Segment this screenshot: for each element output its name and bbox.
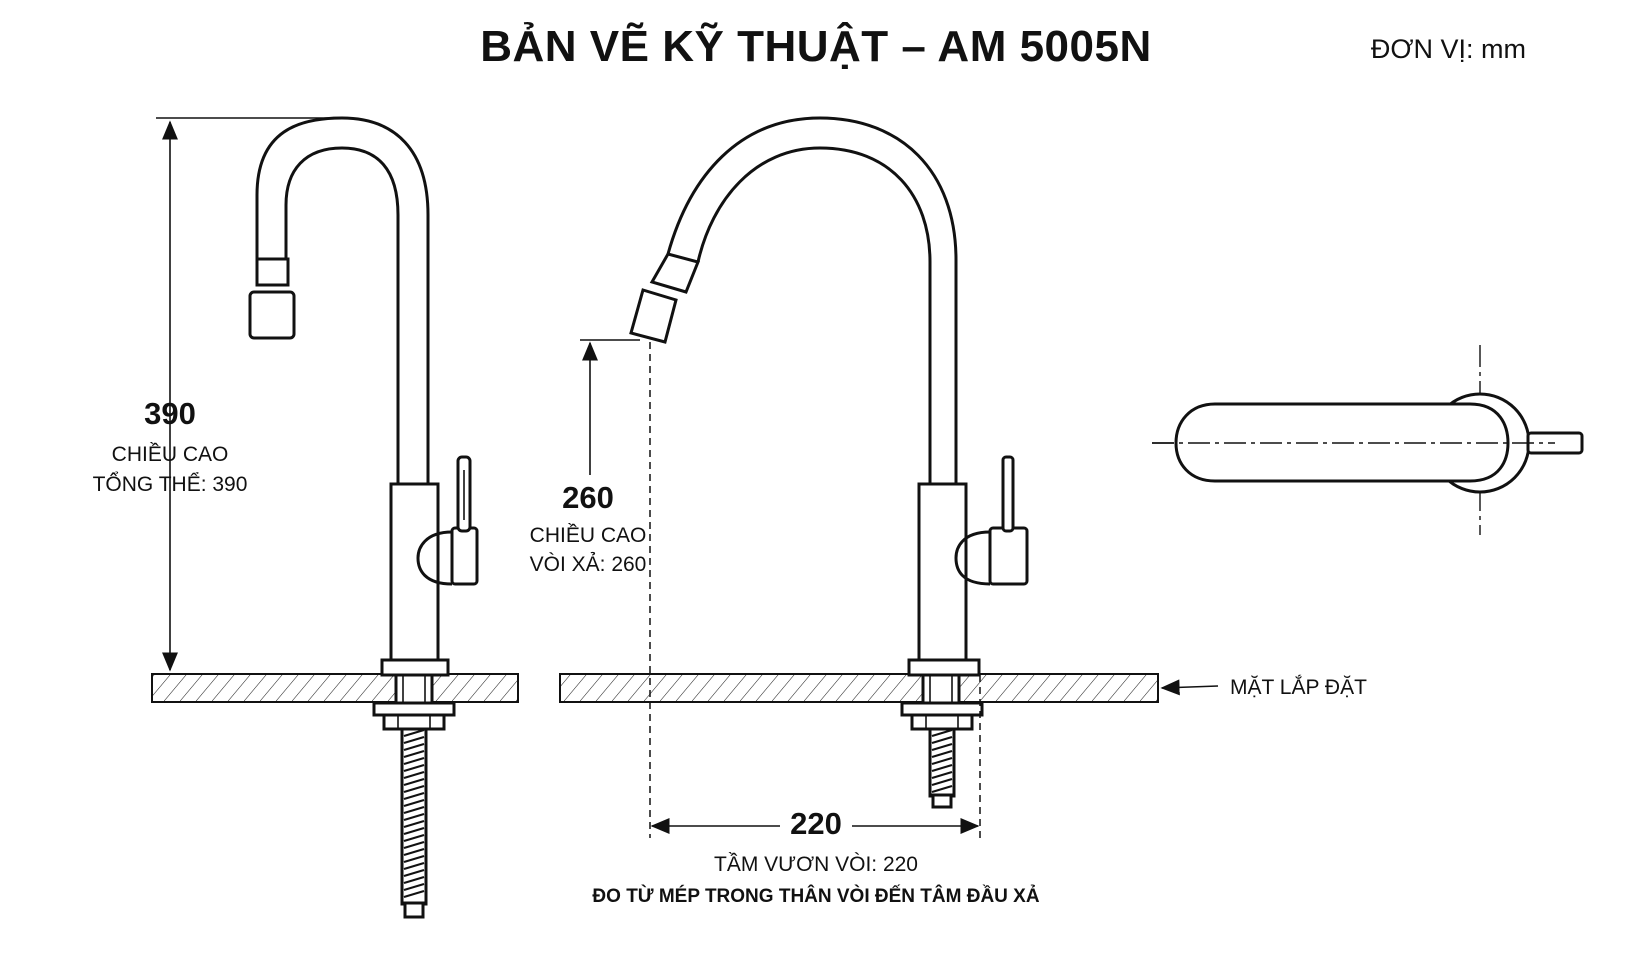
thread-line xyxy=(403,890,425,898)
thread-line xyxy=(931,729,953,737)
handle-hub-left xyxy=(416,530,453,586)
handle-lever-middle xyxy=(1001,455,1015,533)
thread-line xyxy=(403,757,425,765)
unit-label: ĐƠN VỊ: mm xyxy=(1370,34,1526,64)
reach-label-1: TẦM VƯƠN VÒI: 220 xyxy=(714,853,918,876)
thread-line xyxy=(403,813,425,821)
shank-middle xyxy=(921,673,961,705)
thread-line xyxy=(403,841,425,849)
mounting-surface-label: MẶT LẮP ĐẶT xyxy=(1230,676,1367,699)
thread-line xyxy=(931,771,953,779)
thread-line xyxy=(403,806,425,814)
flange-middle xyxy=(907,658,981,677)
overall-height-value: 390 xyxy=(144,396,196,431)
rod-tip-middle xyxy=(931,793,953,809)
spout-cuff-left xyxy=(255,257,290,287)
thread-line xyxy=(403,743,425,751)
thread-line xyxy=(931,785,953,793)
overall-height-label-1: CHIỀU CAO xyxy=(111,443,229,466)
spout-middle xyxy=(666,116,958,484)
nut-middle xyxy=(910,713,974,731)
thread-line xyxy=(403,736,425,744)
thread-line xyxy=(403,848,425,856)
reach-value: 220 xyxy=(790,806,842,841)
thread-line xyxy=(403,876,425,884)
thread-line xyxy=(931,764,953,772)
left-side-view xyxy=(151,116,519,919)
thread-line xyxy=(403,785,425,793)
thread-line xyxy=(403,778,425,786)
spout-height-label-2: VÒI XẢ: 260 xyxy=(529,553,647,576)
thread-line xyxy=(403,799,425,807)
spout-left xyxy=(255,116,430,486)
thread-line xyxy=(403,883,425,891)
countertop-middle xyxy=(559,673,1159,703)
threads-middle xyxy=(931,729,953,793)
thread-line xyxy=(403,834,425,842)
thread-line xyxy=(403,764,425,772)
aerator-left xyxy=(248,290,296,340)
spout-height-label-1: CHIỀU CAO xyxy=(529,524,647,547)
reach-label-2: ĐO TỪ MÉP TRONG THÂN VÒI ĐẾN TÂM ĐẦU XẢ xyxy=(592,886,1040,907)
body-left xyxy=(389,482,440,662)
threads-left xyxy=(403,729,425,898)
thread-line xyxy=(403,771,425,779)
drawing-title: BẢN VẼ KỸ THUẬT – AM 5005N xyxy=(480,22,1152,71)
thread-line xyxy=(403,855,425,863)
thread-line xyxy=(403,792,425,800)
aerator-middle xyxy=(629,288,678,344)
mounting-surface-leader xyxy=(1160,679,1219,696)
spout-cuff-middle xyxy=(649,252,701,294)
front-view xyxy=(559,116,1219,838)
countertop-left xyxy=(151,673,519,703)
handle-hub-middle xyxy=(954,530,991,586)
top-view xyxy=(1152,345,1584,535)
thread-line xyxy=(403,827,425,835)
thread-line xyxy=(403,869,425,877)
thread-line xyxy=(931,736,953,744)
rod-tip-left xyxy=(403,901,425,919)
handle-block-left xyxy=(450,526,479,586)
spout-height-value: 260 xyxy=(562,480,614,515)
nut-left xyxy=(382,713,446,731)
thread-line xyxy=(931,743,953,751)
thread-line xyxy=(931,750,953,758)
thread-line xyxy=(931,778,953,786)
flange-left xyxy=(380,658,450,677)
handle-block-middle xyxy=(988,526,1029,586)
thread-line xyxy=(403,750,425,758)
washer-left xyxy=(372,701,456,717)
thread-line xyxy=(403,820,425,828)
thread-line xyxy=(931,757,953,765)
washer-middle xyxy=(900,701,984,717)
thread-line xyxy=(403,729,425,737)
shank-left xyxy=(394,673,434,705)
overall-height-label-2: TỔNG THỂ: 390 xyxy=(92,473,248,496)
thread-line xyxy=(403,862,425,870)
